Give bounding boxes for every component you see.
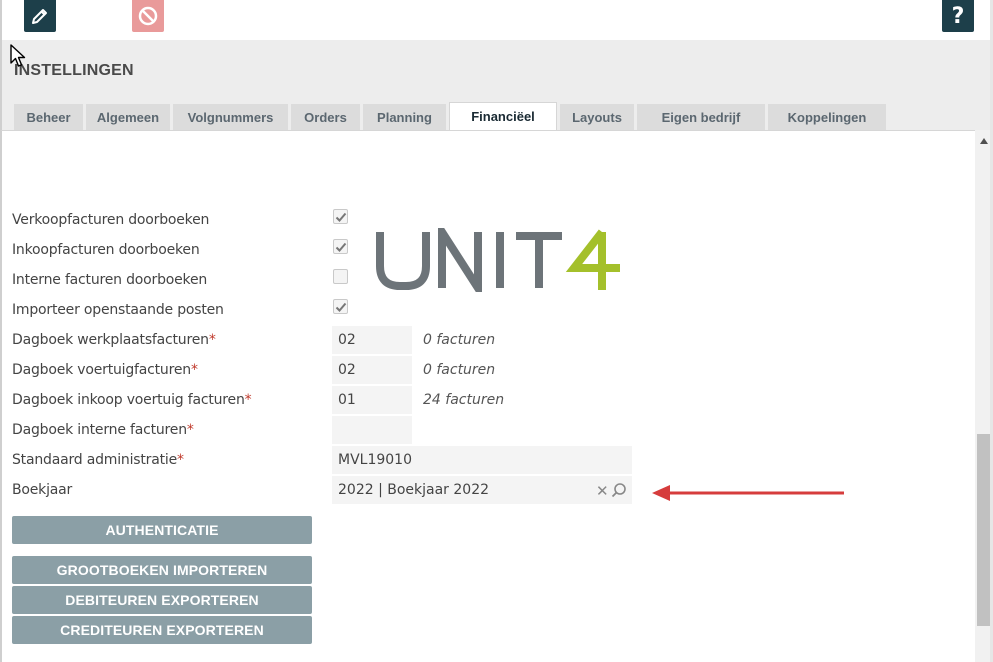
dagboek-inkoop-voertuig-text: Dagboek inkoop voertuig facturen: [12, 392, 245, 408]
tab-financieel[interactable]: Financiëel: [449, 102, 557, 130]
vertical-scrollbar[interactable]: [975, 130, 993, 662]
tab-volgnummers[interactable]: Volgnummers: [173, 104, 288, 130]
required-marker: *: [190, 362, 198, 378]
importeer-posten-label: Importeer openstaande posten: [12, 302, 224, 318]
cancel-icon: [138, 6, 158, 26]
standaard-administratie-label: Standaard administratie*: [12, 450, 184, 470]
required-marker: *: [208, 332, 216, 348]
dagboek-werkplaats-label: Dagboek werkplaatsfacturen*: [12, 330, 216, 350]
scroll-up-button[interactable]: [975, 134, 993, 148]
window-edge: [990, 0, 993, 662]
required-marker: *: [244, 392, 252, 408]
edit-button[interactable]: [24, 0, 56, 32]
standaard-administratie-text: Standaard administratie: [12, 452, 177, 468]
standaard-administratie-field[interactable]: MVL19010: [332, 446, 632, 474]
top-toolbar: ?: [0, 0, 993, 40]
importeer-posten-checkbox[interactable]: [333, 299, 348, 314]
dagboek-inkoop-voertuig-label: Dagboek inkoop voertuig facturen*: [12, 390, 252, 410]
inkoopfacturen-label: Inkoopfacturen doorboeken: [12, 242, 200, 258]
checkmark-icon: [335, 302, 346, 312]
tab-beheer[interactable]: Beheer: [14, 104, 83, 130]
mouse-cursor-icon: [10, 44, 26, 67]
authenticatie-button[interactable]: AUTHENTICATIE: [12, 516, 312, 544]
required-marker: *: [177, 452, 184, 468]
cancel-button[interactable]: [132, 0, 164, 32]
dagboek-werkplaats-text: Dagboek werkplaatsfacturen: [12, 332, 209, 348]
unit4-logo: [376, 228, 620, 292]
scrollbar-thumb[interactable]: [977, 434, 991, 626]
checkmark-icon: [335, 242, 346, 252]
dagboek-werkplaats-hint: 0 facturen: [423, 332, 496, 348]
dagboek-inkoop-voertuig-field[interactable]: 01: [332, 386, 412, 414]
dagboek-interne-text: Dagboek interne facturen: [12, 422, 187, 438]
page-title: INSTELLINGEN: [14, 62, 134, 79]
tab-orders[interactable]: Orders: [291, 104, 360, 130]
settings-header: INSTELLINGEN Beheer Algemeen Volgnummers…: [0, 40, 993, 130]
checkmark-icon: [335, 212, 346, 222]
interne-facturen-label: Interne facturen doorboeken: [12, 272, 208, 288]
dagboek-interne-label: Dagboek interne facturen*: [12, 420, 194, 440]
boekjaar-field[interactable]: 2022 | Boekjaar 2022: [332, 476, 632, 504]
scroll-up-icon: [980, 138, 988, 144]
clear-icon[interactable]: ✕: [596, 483, 609, 500]
interne-facturen-checkbox[interactable]: [333, 269, 348, 284]
tab-layouts[interactable]: Layouts: [560, 104, 634, 130]
required-marker: *: [186, 422, 194, 438]
dagboek-inkoop-voertuig-hint: 24 facturen: [423, 392, 505, 408]
verkoopfacturen-checkbox[interactable]: [333, 209, 348, 224]
crediteuren-exporteren-button[interactable]: CREDITEUREN EXPORTEREN: [12, 616, 312, 644]
search-icon[interactable]: [610, 482, 628, 500]
dagboek-voertuig-field[interactable]: 02: [332, 356, 412, 384]
tab-eigen-bedrijf[interactable]: Eigen bedrijf: [637, 104, 765, 130]
debiteuren-exporteren-button[interactable]: DEBITEUREN EXPORTEREN: [12, 586, 312, 614]
tab-koppelingen[interactable]: Koppelingen: [768, 104, 886, 130]
verkoopfacturen-label: Verkoopfacturen doorboeken: [12, 212, 210, 228]
inkoopfacturen-checkbox[interactable]: [333, 239, 348, 254]
dagboek-voertuig-label: Dagboek voertuigfacturen*: [12, 360, 198, 380]
tab-bar: Beheer Algemeen Volgnummers Orders Plann…: [14, 102, 889, 130]
boekjaar-label: Boekjaar: [12, 482, 73, 498]
help-button[interactable]: ?: [942, 0, 974, 32]
tab-algemeen[interactable]: Algemeen: [86, 104, 170, 130]
tab-planning[interactable]: Planning: [363, 104, 446, 130]
grootboeken-importeren-button[interactable]: GROOTBOEKEN IMPORTEREN: [12, 556, 312, 584]
dagboek-interne-field[interactable]: [332, 416, 412, 444]
dagboek-voertuig-hint: 0 facturen: [423, 362, 496, 378]
help-icon: ?: [951, 3, 965, 29]
dagboek-werkplaats-field[interactable]: 02: [332, 326, 412, 354]
annotation-arrow: [652, 485, 844, 501]
dagboek-voertuig-text: Dagboek voertuigfacturen: [12, 362, 191, 378]
pencil-icon: [32, 9, 47, 24]
